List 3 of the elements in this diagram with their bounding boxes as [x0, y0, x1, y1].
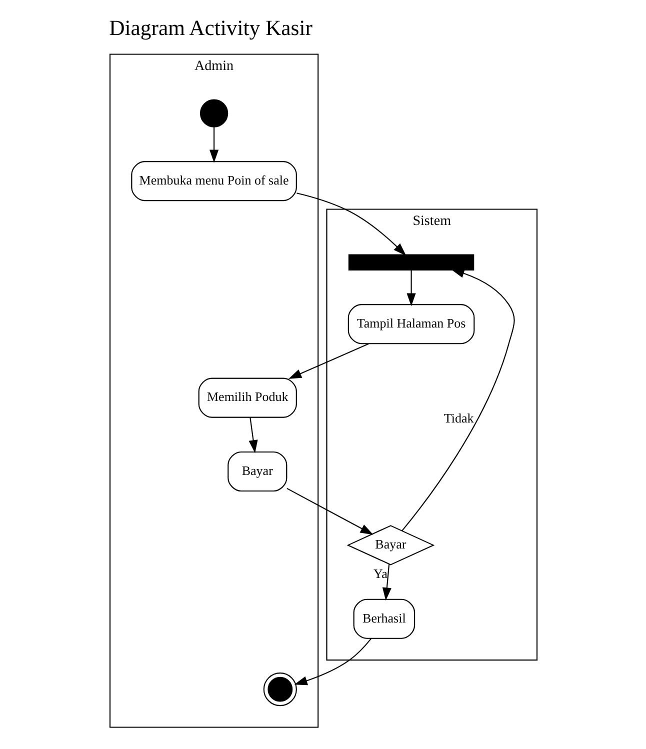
edge-label: Ya — [373, 566, 387, 581]
edge-label: Tidak — [443, 410, 474, 426]
diagram-title: Diagram Activity Kasir — [108, 16, 312, 40]
